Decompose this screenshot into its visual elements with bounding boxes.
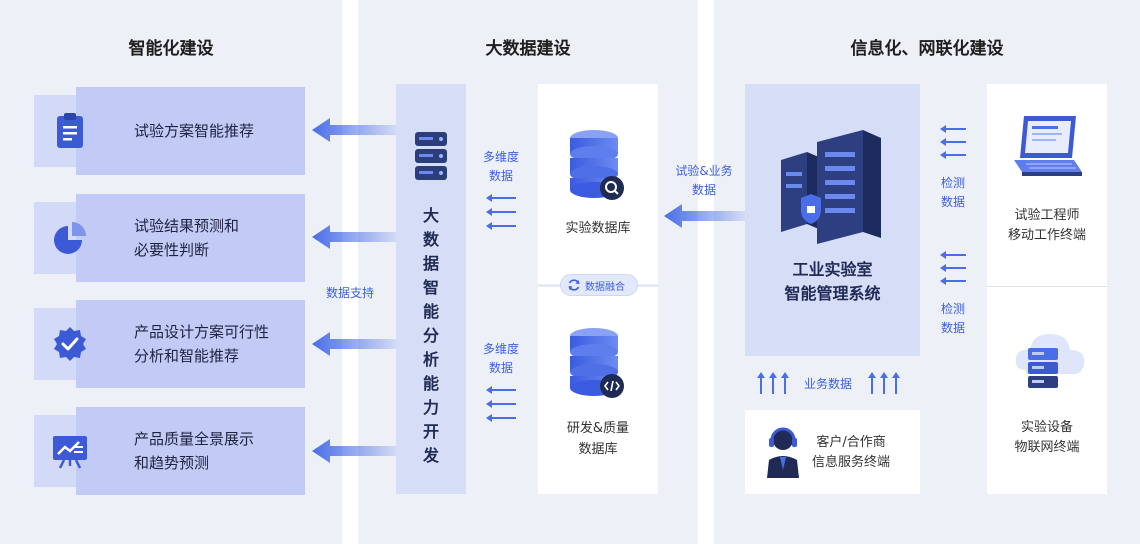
check-badge-icon [54, 327, 86, 361]
arrow-to-feature-4 [312, 439, 398, 463]
data-fusion-label: 数据融合 [585, 281, 625, 293]
data-support-label: 数据支持 [326, 286, 375, 300]
info-network-column-title: 信息化、网联化建设 [850, 39, 1004, 59]
small-arrows-left-4 [940, 251, 966, 285]
arrow-to-feature-2 [312, 225, 398, 249]
up-arrows-left [757, 372, 789, 394]
client-terminal-label: 客户/合作商 信息服务终端 [812, 435, 891, 470]
small-arrows-left-1 [486, 194, 516, 230]
feature-quality-panorama: 产品质量全景展示 和趋势预测 [34, 407, 305, 495]
small-arrows-left-3 [940, 125, 966, 159]
multi-dim-data-label-1: 多维度 数据 [482, 150, 519, 183]
bigdata-panel-label: 大 数 据 智 能 分 析 能 力 开 发 [422, 206, 439, 465]
device-terminal-label: 实验设备 物联网终端 [1014, 420, 1080, 455]
database-code-icon [570, 328, 624, 398]
clipboard-icon [57, 113, 83, 148]
business-data-label: 业务数据 [804, 377, 853, 391]
arrow-to-test-database [664, 204, 746, 228]
pie-chart-icon [54, 222, 86, 254]
detection-data-label-2: 检测 数据 [940, 302, 965, 335]
server-rack-shield-icon [781, 130, 881, 244]
client-terminal-card [745, 410, 920, 494]
bigdata-column-title: 大数据建设 [485, 39, 571, 59]
feature-result-prediction: 试验结果预测和 必要性判断 [34, 194, 305, 282]
feature-label: 试验结果预测和 必要性判断 [134, 217, 240, 259]
up-arrows-right [868, 372, 900, 394]
iot-cloud-server-icon [1015, 334, 1085, 388]
test-business-data-label: 试验&业务 数据 [675, 164, 733, 197]
customer-service-icon [767, 427, 799, 478]
multi-dim-data-label-2: 多维度 数据 [482, 342, 519, 375]
rd-quality-database-label: 研发&质量 数据库 [566, 421, 630, 457]
small-arrows-left-2 [486, 386, 516, 422]
presentation-chart-icon [53, 436, 87, 469]
feature-test-plan: 试验方案智能推荐 [34, 87, 305, 175]
smart-column-title: 智能化建设 [128, 39, 214, 59]
feature-label: 试验方案智能推荐 [134, 122, 255, 140]
arrow-to-feature-1 [312, 118, 398, 142]
feature-label: 产品质量全景展示 和趋势预测 [134, 430, 255, 472]
arrow-to-feature-3 [312, 332, 398, 356]
feature-label: 产品设计方案可行性 分析和智能推荐 [134, 323, 270, 365]
data-fusion-badge: 数据融合 [560, 274, 638, 296]
laptop-icon [1014, 116, 1082, 176]
sync-icon [568, 279, 580, 291]
lab-management-system-label: 工业实验室 智能管理系统 [784, 260, 881, 303]
test-database-label: 实验数据库 [565, 221, 631, 236]
detection-data-label-1: 检测 数据 [940, 176, 965, 209]
feature-design-feasibility: 产品设计方案可行性 分析和智能推荐 [34, 300, 305, 388]
server-stack-icon [415, 132, 447, 180]
terminals-divider [987, 286, 1107, 287]
engineer-terminal-label: 试验工程师 移动工作终端 [1007, 208, 1086, 243]
database-search-icon [570, 130, 624, 200]
